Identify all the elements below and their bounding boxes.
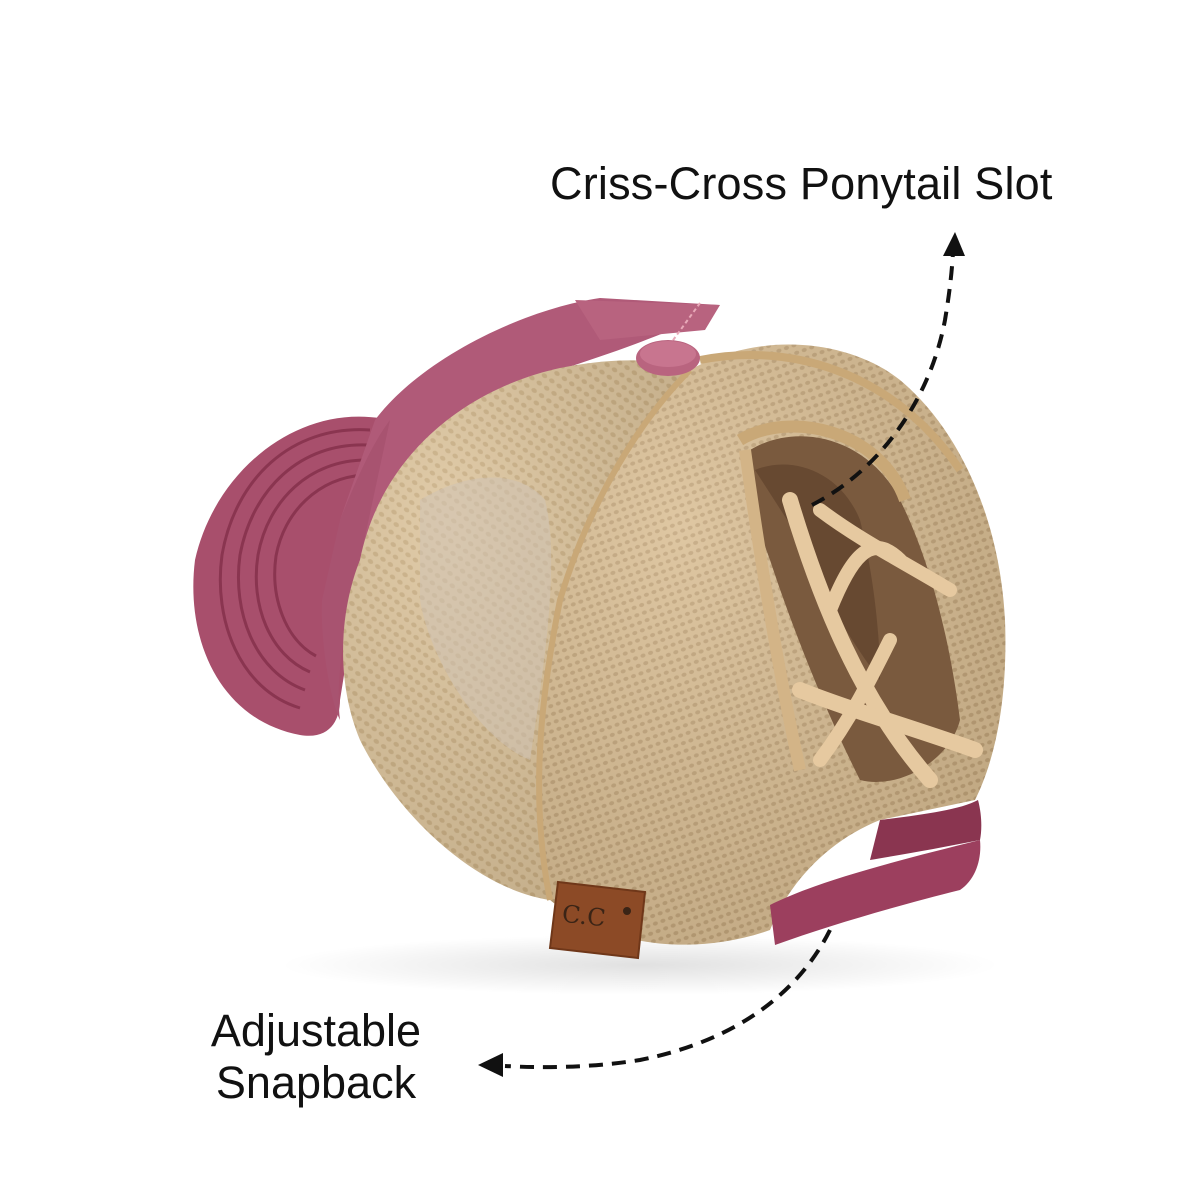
snapback-label: Adjustable Snapback (196, 1005, 436, 1109)
crown-fabric (321, 298, 720, 720)
snapback-strap (770, 800, 982, 945)
snapback-label-line2: Snapback (215, 1056, 417, 1108)
mesh-panel-side (343, 360, 690, 901)
brand-patch-text: C.C (560, 899, 607, 933)
brand-patch (548, 880, 647, 960)
criss-cross-elastics (782, 492, 983, 788)
snapback-arrow (478, 929, 832, 1077)
snapback-label-line1: Adjustable (210, 1005, 422, 1056)
top-button (636, 340, 700, 376)
ponytail-slot-label: Criss-Cross Ponytail Slot (550, 158, 1053, 209)
ponytail-arrow (811, 232, 965, 507)
